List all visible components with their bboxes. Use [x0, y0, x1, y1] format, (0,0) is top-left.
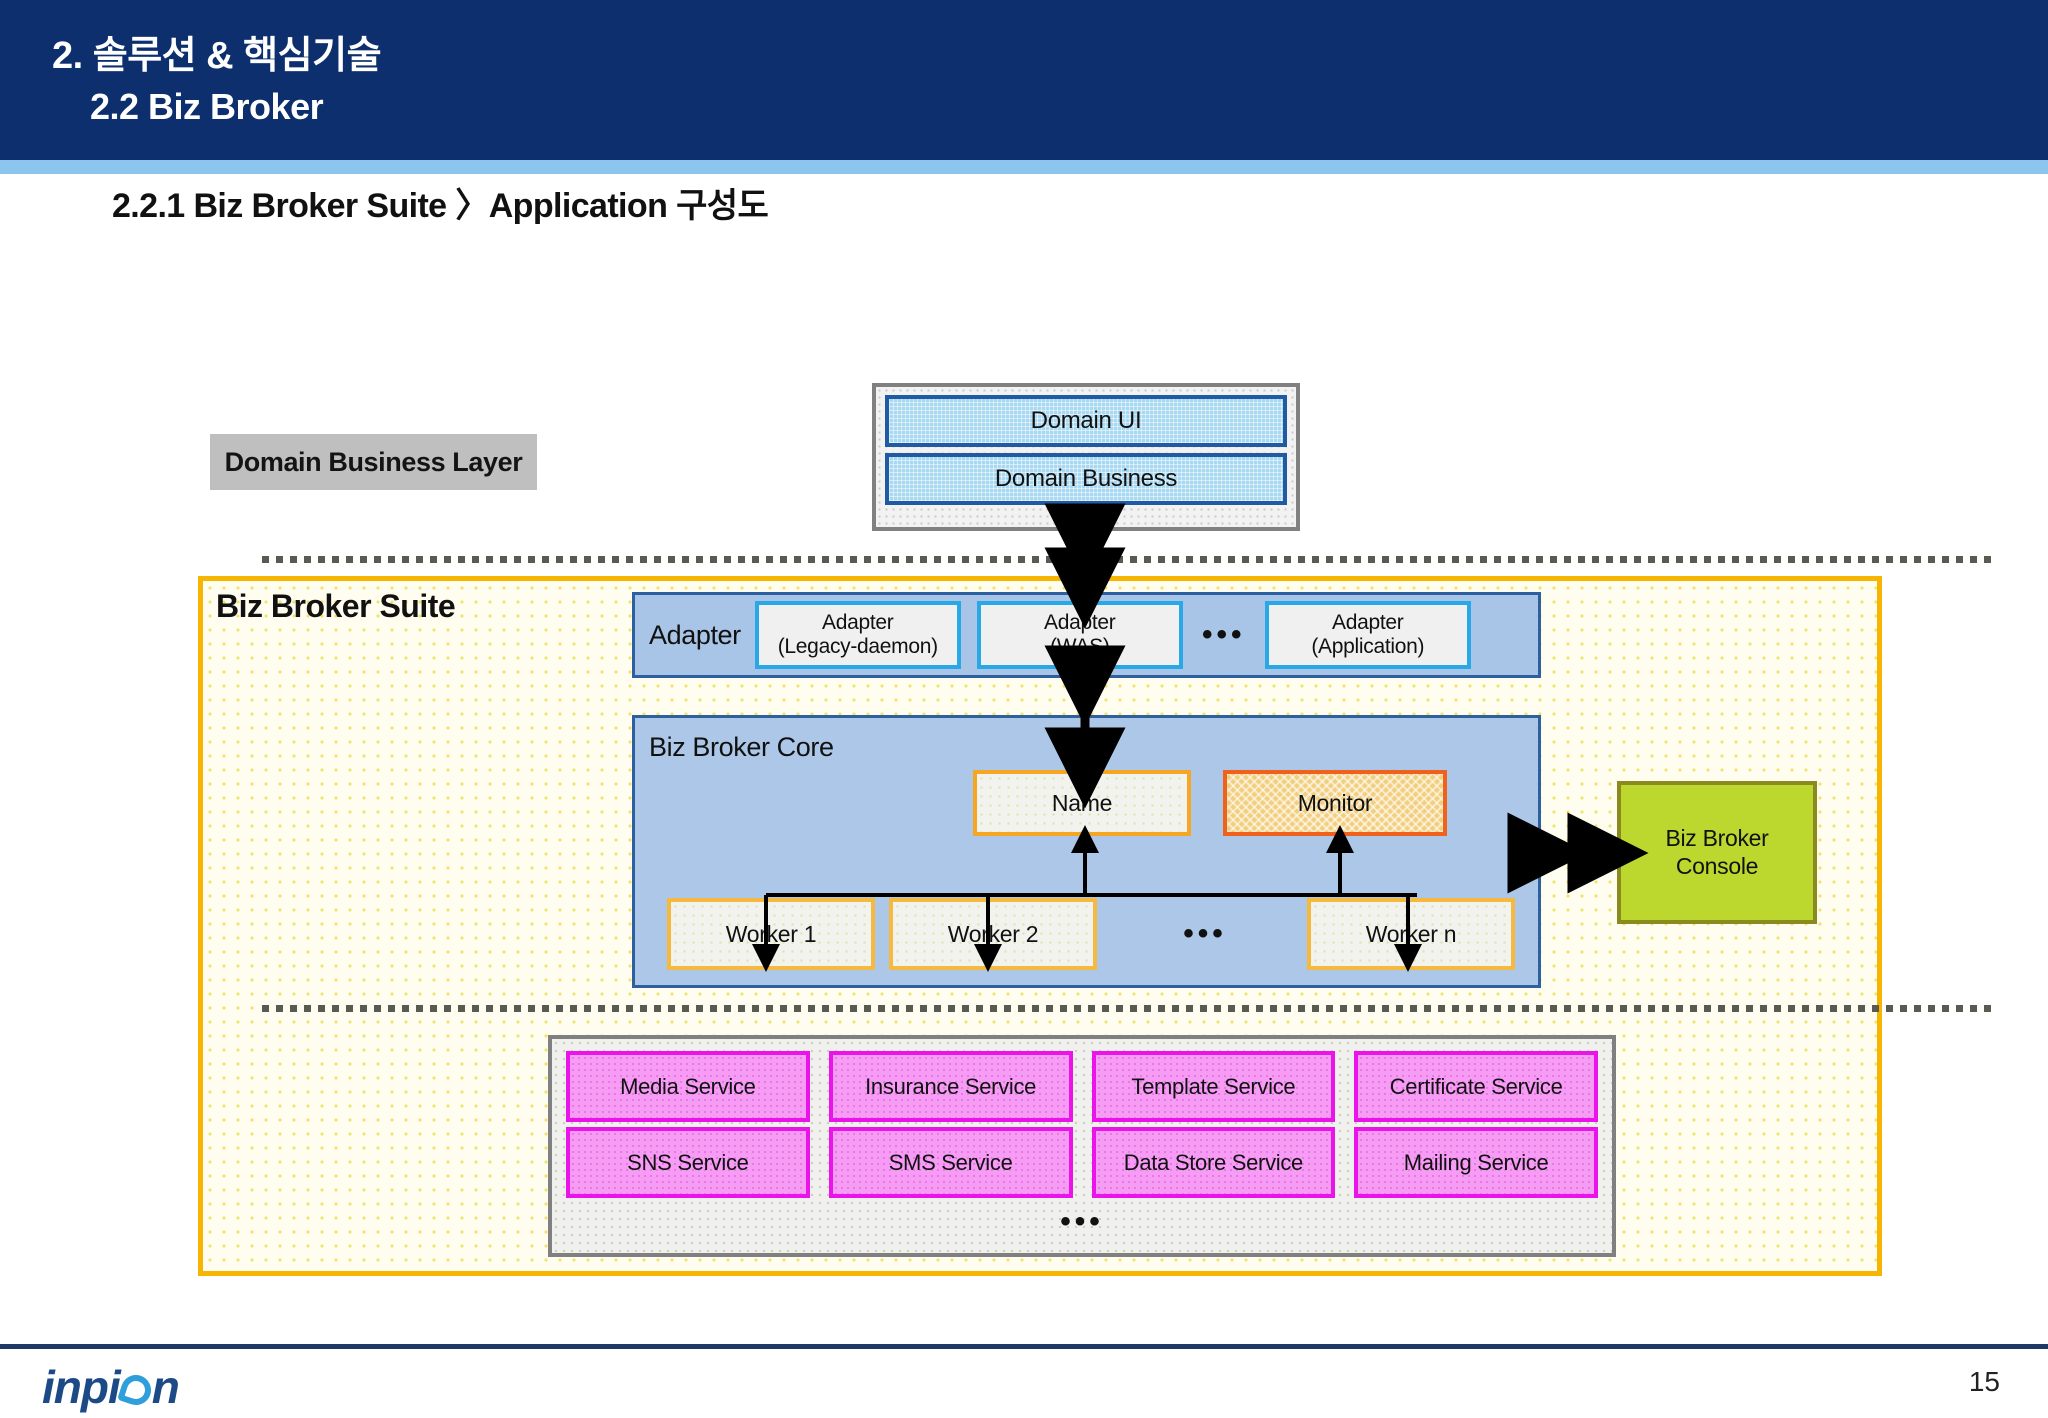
logo-swirl-icon — [116, 1371, 155, 1409]
section-heading: 2.2.1 Biz Broker Suite 〉Application 구성도 — [112, 187, 769, 225]
divider-dotted-top — [262, 556, 1992, 563]
service-label: Mailing Service — [1403, 1149, 1549, 1175]
adapter-line2: (WAS) — [1050, 635, 1110, 658]
service-grid: Media Service Insurance Service Template… — [566, 1051, 1598, 1198]
service-label: Template Service — [1131, 1073, 1296, 1099]
logo-text-pre: inpi — [42, 1361, 121, 1413]
service-template[interactable]: Template Service — [1091, 1051, 1336, 1122]
biz-broker-core-title: Biz Broker Core — [649, 732, 834, 762]
biz-broker-console-box[interactable]: Biz Broker Console — [1617, 781, 1817, 924]
page-number: 15 — [1968, 1366, 2000, 1397]
header-band — [0, 0, 2048, 174]
biz-broker-core-container: Biz Broker Core Name Monitor Worker 1 Wo… — [632, 715, 1541, 988]
domain-ui-box[interactable]: Domain UI — [885, 395, 1287, 447]
service-label: Media Service — [620, 1073, 756, 1099]
adapter-line2: (Legacy-daemon) — [777, 635, 938, 658]
domain-ui-label: Domain UI — [1030, 407, 1142, 434]
adapter-line1: Adapter — [1044, 611, 1116, 635]
service-sms[interactable]: SMS Service — [828, 1127, 1073, 1198]
adapter-band: Adapter Adapter (Legacy-daemon) Adapter … — [632, 592, 1541, 678]
core-worker-label: Worker 2 — [947, 920, 1039, 947]
service-label: Certificate Service — [1389, 1073, 1563, 1099]
core-worker-1-box[interactable]: Worker 1 — [667, 898, 875, 970]
adapter-line1: Adapter — [822, 611, 894, 635]
service-data-store[interactable]: Data Store Service — [1091, 1127, 1336, 1198]
adapter-application-box[interactable]: Adapter (Application) — [1264, 601, 1471, 669]
service-sns[interactable]: SNS Service — [566, 1127, 810, 1198]
biz-broker-suite-title: Biz Broker Suite — [216, 588, 456, 624]
page-title: 2. 솔루션 & 핵심기술 — [52, 35, 382, 77]
adapter-ellipsis: ••• — [1202, 618, 1246, 651]
core-name-label: Name — [1051, 789, 1113, 816]
domain-business-label: Domain Business — [994, 465, 1178, 492]
core-worker-ellipsis: ••• — [1183, 917, 1227, 950]
service-label: SMS Service — [888, 1149, 1013, 1175]
adapter-was-box[interactable]: Adapter (WAS) — [976, 601, 1183, 669]
core-worker-n-box[interactable]: Worker n — [1307, 898, 1515, 970]
core-worker-2-box[interactable]: Worker 2 — [889, 898, 1097, 970]
service-label: Data Store Service — [1123, 1149, 1304, 1175]
service-ellipsis: ••• — [1060, 1205, 1104, 1238]
company-logo: inpi n — [42, 1360, 180, 1414]
core-monitor-box[interactable]: Monitor — [1223, 770, 1447, 836]
adapter-legacy-daemon-box[interactable]: Adapter (Legacy-daemon) — [754, 601, 961, 669]
service-label: Insurance Service — [865, 1073, 1037, 1099]
divider-dotted-bottom — [262, 1005, 1992, 1012]
core-name-box[interactable]: Name — [973, 770, 1191, 836]
console-line2: Console — [1675, 852, 1759, 879]
adapter-line1: Adapter — [1332, 611, 1404, 635]
logo-text-post: n — [151, 1361, 180, 1413]
service-insurance[interactable]: Insurance Service — [828, 1051, 1073, 1122]
service-layer-container: Media Service Insurance Service Template… — [548, 1035, 1616, 1257]
core-monitor-label: Monitor — [1297, 789, 1373, 816]
core-worker-label: Worker 1 — [725, 920, 817, 947]
service-label: SNS Service — [627, 1149, 749, 1175]
layer-label-text: Domain Business Layer — [224, 446, 523, 477]
domain-business-box[interactable]: Domain Business — [885, 453, 1287, 505]
layer-label-domain-business: Domain Business Layer — [210, 434, 537, 490]
adapter-band-label: Adapter — [649, 619, 741, 650]
service-media[interactable]: Media Service — [566, 1051, 810, 1122]
service-certificate[interactable]: Certificate Service — [1354, 1051, 1598, 1122]
adapter-line2: (Application) — [1311, 635, 1425, 658]
page-subtitle: 2.2 Biz Broker — [90, 86, 324, 127]
core-worker-label: Worker n — [1365, 920, 1457, 947]
footer-divider — [0, 1344, 2048, 1349]
console-line1: Biz Broker — [1665, 824, 1769, 851]
domain-business-container: Domain UI Domain Business — [872, 383, 1300, 531]
service-mailing[interactable]: Mailing Service — [1354, 1127, 1598, 1198]
